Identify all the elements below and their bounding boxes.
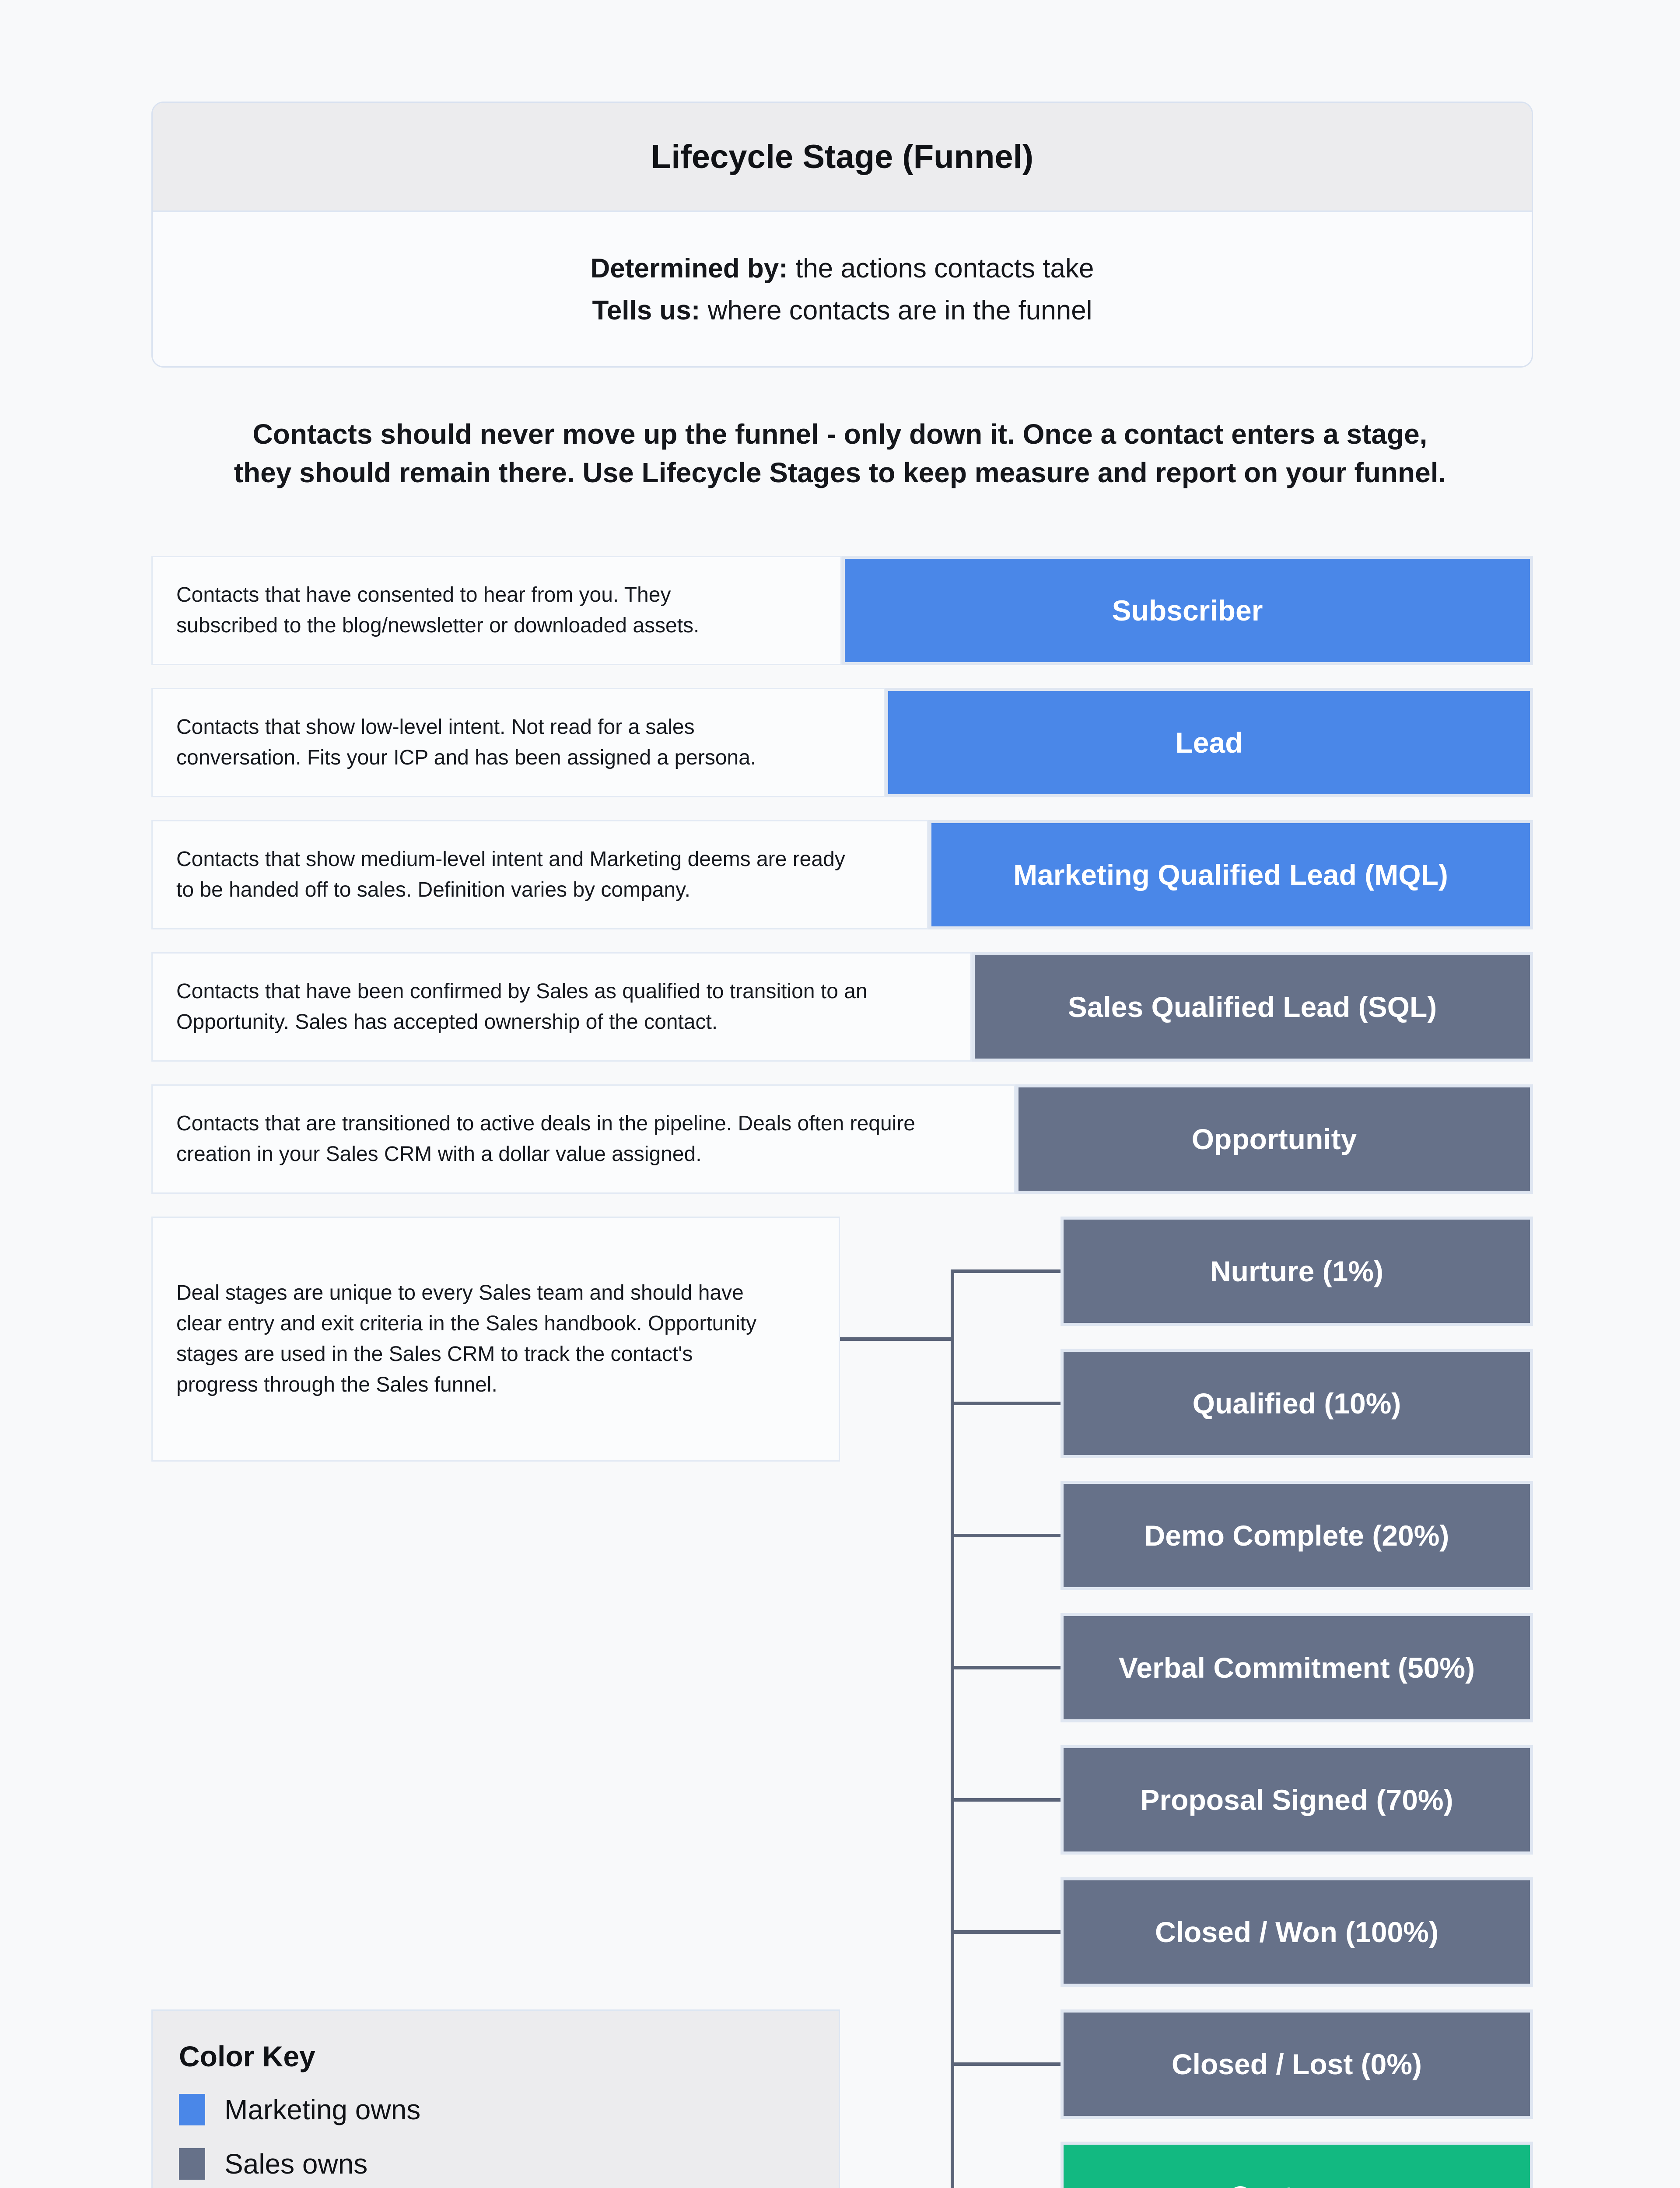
connector-branch-proposal	[954, 1798, 1060, 1802]
connector-branch-qualified	[954, 1402, 1060, 1405]
header-card: Lifecycle Stage (Funnel) Determined by: …	[151, 102, 1533, 368]
sql-description: Contacts that have been confirmed by Sal…	[176, 980, 868, 1034]
stage-box-closed-won: Closed / Won (100%)	[1060, 1877, 1533, 1987]
connector-branch-nurture	[954, 1269, 1060, 1273]
determined-by-text: the actions contacts take	[788, 253, 1094, 284]
mql-description: Contacts that show medium-level intent a…	[176, 848, 845, 901]
stage-label-opportunity: Opportunity	[1191, 1123, 1357, 1155]
stage-label-proposal-signed: Proposal Signed (70%)	[1140, 1784, 1453, 1816]
sql-description-box: Contacts that have been confirmed by Sal…	[151, 952, 972, 1062]
stage-label-subscriber: Subscriber	[1112, 594, 1263, 627]
deal-stages-description: Deal stages are unique to every Sales te…	[176, 1281, 757, 1396]
stage-box-subscriber: Subscriber	[842, 556, 1533, 665]
stage-label-customer: Customer	[1229, 2180, 1364, 2188]
mql-description-box: Contacts that show medium-level intent a…	[151, 820, 928, 929]
sales-owns-label: Sales owns	[224, 2148, 368, 2180]
connector-branch-demo	[954, 1534, 1060, 1537]
marketing-owns-label: Marketing owns	[224, 2094, 421, 2125]
stage-box-customer: Customer	[1060, 2142, 1533, 2188]
stage-box-qualified: Qualified (10%)	[1060, 1349, 1533, 1458]
stage-box-opportunity: Opportunity	[1015, 1084, 1533, 1194]
stage-box-mql: Marketing Qualified Lead (MQL)	[928, 820, 1533, 929]
color-key-item-sales: Sales owns	[179, 2148, 368, 2180]
connector-branch-lost	[954, 2062, 1060, 2066]
tells-us-text: where contacts are in the funnel	[700, 295, 1092, 326]
stage-box-demo-complete: Demo Complete (20%)	[1060, 1481, 1533, 1590]
determined-by-label: Determined by:	[590, 253, 788, 284]
intro-line-1: Contacts should never move up the funnel…	[252, 418, 1428, 450]
stage-label-closed-lost: Closed / Lost (0%)	[1171, 2048, 1422, 2080]
stage-label-verbal-commitment: Verbal Commitment (50%)	[1118, 1652, 1475, 1684]
determined-by-line: Determined by: the actions contacts take	[591, 248, 1094, 290]
opportunity-description-box: Contacts that are transitioned to active…	[151, 1084, 1015, 1194]
intro-line-2: they should remain there. Use Lifecycle …	[234, 457, 1446, 488]
connector-spine	[951, 1269, 954, 2188]
stage-label-demo-complete: Demo Complete (20%)	[1144, 1519, 1449, 1552]
stage-label-lead: Lead	[1175, 726, 1243, 759]
tells-us-line: Tells us: where contacts are in the funn…	[592, 290, 1092, 332]
marketing-color-swatch	[179, 2094, 205, 2125]
color-key-box: Color Key Marketing owns Sales owns Cust…	[151, 2009, 840, 2188]
intro-paragraph: Contacts should never move up the funnel…	[0, 415, 1680, 492]
page-title: Lifecycle Stage (Funnel)	[651, 138, 1034, 175]
stage-label-sql: Sales Qualified Lead (SQL)	[1068, 991, 1437, 1023]
connector-desc-link	[840, 1337, 951, 1341]
stage-box-closed-lost: Closed / Lost (0%)	[1060, 2009, 1533, 2119]
stage-label-closed-won: Closed / Won (100%)	[1155, 1916, 1438, 1948]
connector-branch-won	[954, 1930, 1060, 1934]
lead-description-box: Contacts that show low-level intent. Not…	[151, 688, 885, 797]
stage-box-verbal-commitment: Verbal Commitment (50%)	[1060, 1613, 1533, 1722]
stage-box-sql: Sales Qualified Lead (SQL)	[972, 952, 1533, 1062]
stage-box-lead: Lead	[885, 688, 1533, 797]
color-key-item-marketing: Marketing owns	[179, 2094, 420, 2125]
stage-box-proposal-signed: Proposal Signed (70%)	[1060, 1745, 1533, 1855]
color-key-title: Color Key	[179, 2040, 315, 2072]
tells-us-label: Tells us:	[592, 295, 700, 326]
deal-stages-description-box: Deal stages are unique to every Sales te…	[151, 1217, 840, 1462]
header-title-bar: Lifecycle Stage (Funnel)	[153, 103, 1532, 212]
stage-label-qualified: Qualified (10%)	[1192, 1387, 1401, 1420]
sales-color-swatch	[179, 2148, 205, 2180]
header-subtitle: Determined by: the actions contacts take…	[153, 212, 1532, 366]
opportunity-description: Contacts that are transitioned to active…	[176, 1112, 915, 1166]
stage-box-nurture: Nurture (1%)	[1060, 1217, 1533, 1326]
stage-label-nurture: Nurture (1%)	[1210, 1255, 1384, 1287]
subscriber-description: Contacts that have consented to hear fro…	[176, 583, 700, 637]
lead-description: Contacts that show low-level intent. Not…	[176, 715, 756, 769]
stage-label-mql: Marketing Qualified Lead (MQL)	[1013, 859, 1448, 891]
connector-branch-verbal	[954, 1666, 1060, 1669]
subscriber-description-box: Contacts that have consented to hear fro…	[151, 556, 842, 665]
